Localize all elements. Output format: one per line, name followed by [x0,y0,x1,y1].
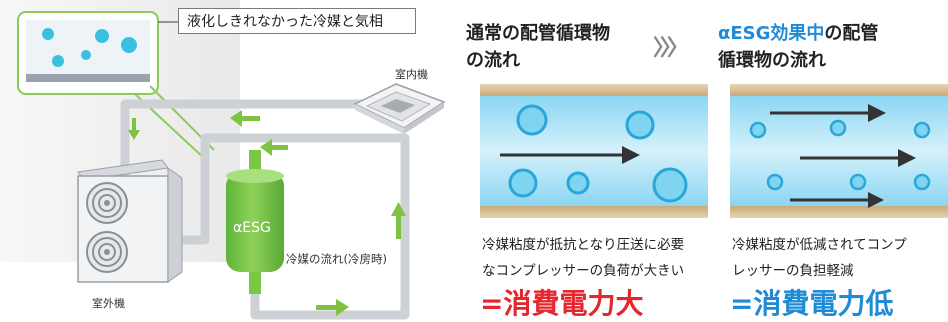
gas-bubble [849,173,867,191]
normal-title-line1: 通常の配管循環物 [466,23,610,44]
gas-bubble [652,167,688,203]
esg-title-prefix: αESG効果中 [718,23,825,44]
esg-result: =消費電力低 [730,287,894,320]
esg-desc-line1: 冷媒粘度が低減されてコンプ [732,237,907,253]
gas-bubble [829,119,847,137]
gas-bubble [121,37,137,53]
normal-pipe [480,84,708,218]
gas-bubble [42,28,54,40]
gas-bubble [52,55,64,67]
indoor-unit-label: 室内機 [395,68,428,81]
esg-device [226,150,284,294]
pipe-comparison [480,84,948,218]
normal-desc-line1: 冷媒粘度が抵抗となり圧送に必要 [482,237,685,253]
gas-bubble [913,121,931,139]
gas-bubble [95,29,109,43]
gas-bubble [508,168,538,198]
esg-desc-line2: レッサーの負担軽減 [732,263,854,279]
flow-arrows [128,110,406,316]
normal-result: =消費電力大 [480,287,644,320]
gas-bubble [516,104,548,136]
indoor-unit [353,83,446,134]
esg-description: 冷媒粘度が低減されてコンプ レッサーの負担軽減 [732,232,907,284]
gas-bubble [81,50,91,60]
esg-title-suffix: の配管 [824,23,879,44]
callout-label: 液化しきれなかった冷媒と気相 [178,8,416,34]
esg-title-line2: 循環物の流れ [718,50,826,71]
device-label: αESG [233,220,271,236]
chevron-arrows: 〉〉〉 [653,36,689,61]
system-diagram [0,0,446,320]
outdoor-unit-label: 室外機 [92,297,125,310]
outdoor-unit [77,159,183,283]
normal-desc-line2: なコンプレッサーの負荷が大きい [482,263,685,279]
normal-title-line2: の流れ [466,50,520,71]
normal-description: 冷媒粘度が抵抗となり圧送に必要 なコンプレッサーの負荷が大きい [482,232,684,284]
esg-pipe [730,84,948,218]
gas-bubble [913,173,931,191]
flow-direction-label: 冷媒の流れ(冷房時) [286,252,387,266]
normal-title: 通常の配管循環物 の流れ [466,20,610,74]
gas-bubble [566,171,590,195]
gas-bubble [625,110,655,140]
esg-title: αESG効果中の配管 循環物の流れ [718,20,878,74]
gas-bubble [749,121,767,139]
gas-bubble [766,173,784,191]
